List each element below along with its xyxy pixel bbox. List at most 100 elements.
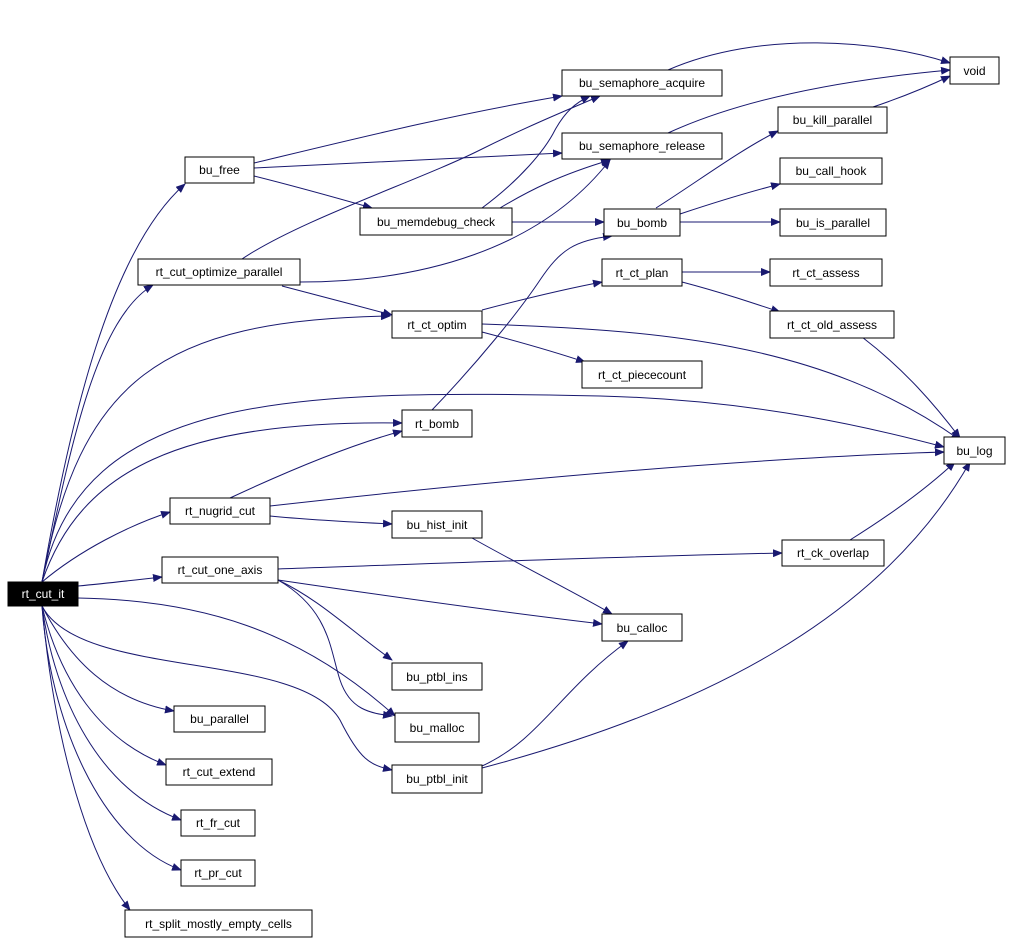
node-bu_hist_init[interactable]: bu_hist_init: [391, 510, 483, 539]
edge-rt_cut_optimize_parallel-bu_semaphore_release: [299, 159, 611, 283]
edge-rt_cut_it-bu_log: [41, 393, 945, 583]
edge-rt_cut_it-rt_ct_optim: [41, 312, 391, 583]
edge-bu_free-bu_semaphore_acquire: [253, 93, 563, 164]
edge-rt_cut_it-bu_free: [41, 183, 186, 583]
edge-rt_cut_it-rt_cut_one_axis: [77, 574, 163, 587]
edge-bu_ptbl_init-bu_calloc: [481, 640, 629, 767]
edge-rt_cut_one_axis-rt_ck_overlap: [277, 549, 783, 570]
svg-text:rt_cut_one_axis: rt_cut_one_axis: [178, 563, 263, 577]
edge-rt_cut_it-rt_cut_optimize_parallel: [41, 284, 154, 583]
edge-bu_memdebug_check-bu_semaphore_acquire: [481, 95, 591, 209]
edge-rt_cut_it-bu_ptbl_init: [41, 605, 393, 772]
svg-text:bu_semaphore_acquire: bu_semaphore_acquire: [579, 76, 705, 90]
edge-rt_ct_old_assess-bu_log: [861, 336, 961, 439]
node-rt_ct_assess[interactable]: rt_ct_assess: [769, 258, 883, 287]
node-bu_malloc[interactable]: bu_malloc: [394, 712, 480, 743]
node-bu_kill_parallel[interactable]: bu_kill_parallel: [777, 106, 888, 134]
svg-text:rt_ct_plan: rt_ct_plan: [616, 266, 669, 280]
edge-bu_bomb-bu_call_hook: [679, 182, 781, 215]
svg-text:rt_cut_extend: rt_cut_extend: [183, 765, 256, 779]
node-bu_memdebug_check[interactable]: bu_memdebug_check: [359, 207, 513, 236]
svg-text:bu_ptbl_ins: bu_ptbl_ins: [406, 670, 467, 684]
edge-bu_free-bu_semaphore_release: [253, 149, 563, 169]
edge-rt_nugrid_cut-bu_hist_init: [269, 515, 393, 528]
node-rt_bomb[interactable]: rt_bomb: [401, 409, 473, 438]
node-bu_parallel[interactable]: bu_parallel: [173, 705, 266, 733]
svg-text:bu_calloc: bu_calloc: [617, 621, 668, 635]
node-rt_ct_old_assess[interactable]: rt_ct_old_assess: [769, 310, 895, 339]
edge-rt_cut_it-rt_pr_cut: [41, 605, 182, 871]
svg-text:rt_pr_cut: rt_pr_cut: [194, 866, 242, 880]
edge-bu_memdebug_check-bu_semaphore_release: [499, 158, 611, 209]
edge-rt_cut_it-rt_bomb: [41, 418, 403, 583]
edge-rt_cut_it-rt_nugrid_cut: [41, 510, 171, 583]
edge-bu_ptbl_init-bu_log: [481, 461, 971, 769]
node-bu_ptbl_init[interactable]: bu_ptbl_init: [391, 764, 483, 794]
node-bu_is_parallel[interactable]: bu_is_parallel: [779, 208, 887, 237]
edge-bu_bomb-bu_kill_parallel: [655, 130, 779, 209]
edge-bu_hist_init-bu_calloc: [471, 537, 613, 615]
edge-rt_cut_optimize_parallel-rt_ct_optim: [281, 285, 393, 317]
edge-rt_cut_optimize_parallel-bu_semaphore_acquire: [241, 95, 601, 260]
edge-rt_ct_optim-rt_ct_piececount: [481, 331, 586, 363]
svg-text:bu_call_hook: bu_call_hook: [796, 164, 868, 178]
svg-text:bu_log: bu_log: [956, 444, 992, 458]
node-rt_ct_plan[interactable]: rt_ct_plan: [601, 258, 683, 287]
edge-rt_bomb-bu_bomb: [431, 232, 613, 411]
svg-text:bu_is_parallel: bu_is_parallel: [796, 216, 870, 230]
call-edges: [41, 42, 971, 911]
node-rt_ck_overlap[interactable]: rt_ck_overlap: [781, 539, 885, 567]
edge-rt_cut_it-rt_fr_cut: [41, 605, 182, 821]
edge-rt_ck_overlap-bu_log: [849, 461, 956, 541]
edge-bu_semaphore_acquire-void: [667, 42, 951, 71]
node-bu_log[interactable]: bu_log: [943, 436, 1006, 465]
node-bu_semaphore_acquire[interactable]: bu_semaphore_acquire: [561, 69, 723, 97]
node-bu_ptbl_ins[interactable]: bu_ptbl_ins: [391, 662, 483, 691]
svg-text:bu_memdebug_check: bu_memdebug_check: [377, 215, 496, 229]
node-rt_split_mostly_empty_cells[interactable]: rt_split_mostly_empty_cells: [124, 909, 313, 938]
svg-text:rt_ck_overlap: rt_ck_overlap: [797, 546, 869, 560]
node-rt_cut_optimize_parallel[interactable]: rt_cut_optimize_parallel: [137, 258, 301, 286]
node-rt_fr_cut[interactable]: rt_fr_cut: [180, 809, 256, 837]
node-rt_nugrid_cut[interactable]: rt_nugrid_cut: [169, 497, 271, 525]
node-void[interactable]: void: [949, 56, 1000, 85]
svg-text:rt_ct_optim: rt_ct_optim: [407, 318, 466, 332]
svg-text:rt_nugrid_cut: rt_nugrid_cut: [185, 504, 256, 518]
svg-text:bu_ptbl_init: bu_ptbl_init: [406, 772, 468, 786]
node-rt_pr_cut[interactable]: rt_pr_cut: [180, 859, 256, 887]
node-rt_ct_optim[interactable]: rt_ct_optim: [391, 310, 483, 339]
node-bu_bomb[interactable]: bu_bomb: [603, 208, 681, 237]
edge-rt_nugrid_cut-bu_log: [269, 448, 945, 507]
node-bu_free[interactable]: bu_free: [184, 156, 255, 184]
svg-text:void: void: [963, 64, 985, 78]
edge-rt_ct_optim-rt_ct_plan: [481, 279, 603, 311]
svg-text:rt_cut_it: rt_cut_it: [22, 587, 65, 601]
edge-rt_cut_it-bu_malloc: [77, 597, 396, 717]
edge-bu_free-bu_memdebug_check: [253, 175, 373, 210]
edge-bu_semaphore_release-void: [667, 66, 951, 134]
svg-text:rt_ct_old_assess: rt_ct_old_assess: [787, 318, 877, 332]
svg-text:bu_bomb: bu_bomb: [617, 216, 667, 230]
edge-rt_nugrid_cut-rt_bomb: [229, 429, 403, 499]
svg-text:rt_fr_cut: rt_fr_cut: [196, 816, 241, 830]
node-rt_cut_one_axis[interactable]: rt_cut_one_axis: [161, 556, 279, 584]
edge-rt_ct_plan-rt_ct_old_assess: [681, 281, 781, 313]
edge-rt_cut_one_axis-bu_ptbl_ins: [277, 579, 393, 661]
svg-text:rt_split_mostly_empty_cells: rt_split_mostly_empty_cells: [145, 917, 292, 931]
svg-text:rt_ct_assess: rt_ct_assess: [792, 266, 859, 280]
edge-rt_cut_one_axis-bu_malloc: [277, 579, 393, 719]
edge-rt_ct_optim-bu_log: [481, 323, 961, 441]
node-rt_cut_extend[interactable]: rt_cut_extend: [165, 758, 273, 786]
node-rt_cut_it[interactable]: rt_cut_it: [7, 581, 79, 607]
node-rt_ct_piececount[interactable]: rt_ct_piececount: [581, 360, 703, 389]
svg-text:bu_hist_init: bu_hist_init: [407, 518, 468, 532]
node-bu_calloc[interactable]: bu_calloc: [601, 613, 683, 642]
svg-text:bu_malloc: bu_malloc: [410, 721, 465, 735]
svg-text:bu_parallel: bu_parallel: [190, 712, 249, 726]
node-bu_semaphore_release[interactable]: bu_semaphore_release: [561, 132, 723, 160]
svg-text:bu_kill_parallel: bu_kill_parallel: [793, 113, 872, 127]
node-bu_call_hook[interactable]: bu_call_hook: [779, 157, 883, 185]
edge-rt_cut_it-rt_cut_extend: [41, 605, 167, 766]
svg-text:rt_bomb: rt_bomb: [415, 417, 459, 431]
